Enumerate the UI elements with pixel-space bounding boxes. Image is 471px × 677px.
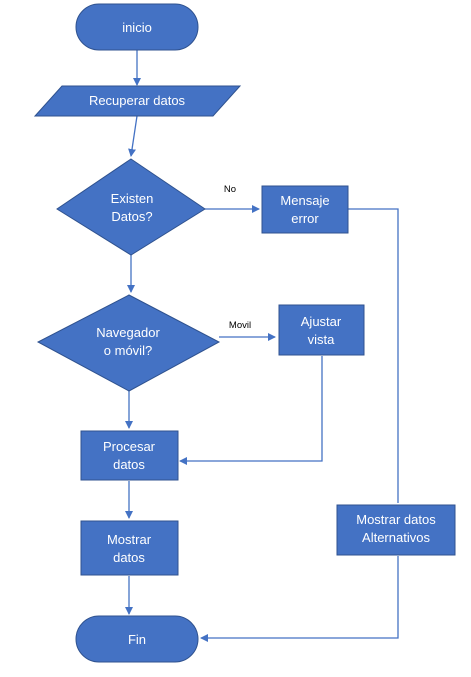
- mostrar-alternativos-label-line1: Mostrar datos: [356, 512, 436, 527]
- mensaje-error-shape: [261, 185, 349, 234]
- ajustar-vista-process: Ajustar vista: [278, 304, 365, 356]
- existen-datos-shape: [56, 158, 206, 256]
- connector-ajustar-to-procesar: [179, 356, 323, 465]
- start-terminator-shape: [75, 3, 199, 51]
- mensaje-error-label-line1: Mensaje: [280, 193, 329, 208]
- mostrar-alternativos-shape: [336, 504, 456, 556]
- edge-label-movil: Movil: [229, 320, 251, 331]
- start-terminator-label: inicio: [122, 20, 152, 35]
- procesar-datos-label-line2: datos: [113, 457, 145, 472]
- edge-label-no: No: [224, 184, 236, 195]
- recuperar-datos-shape: [33, 85, 242, 117]
- start-terminator: inicio: [75, 3, 199, 51]
- mostrar-datos-label-line1: Mostrar: [107, 532, 152, 547]
- existen-datos-label-line2: Datos?: [111, 209, 152, 224]
- navegador-movil-decision: Navegador o móvil?: [36, 294, 221, 392]
- existen-datos-label-line1: Existen: [111, 191, 154, 206]
- ajustar-vista-shape: [278, 304, 365, 356]
- procesar-datos-shape: [80, 430, 179, 481]
- recuperar-datos-io: Recuperar datos: [33, 85, 242, 117]
- mostrar-datos-shape: [80, 520, 179, 576]
- navegador-movil-shape: [36, 294, 221, 392]
- procesar-datos-label-line1: Procesar: [103, 439, 156, 454]
- mostrar-alternativos-label-line2: Alternativos: [362, 530, 430, 545]
- navegador-movil-label-line2: o móvil?: [104, 343, 152, 358]
- recuperar-datos-label: Recuperar datos: [89, 93, 186, 108]
- connector-mensaje-to-alternativos: [348, 208, 399, 503]
- ajustar-vista-label-line1: Ajustar: [301, 314, 342, 329]
- end-terminator-shape: [75, 615, 199, 663]
- existen-datos-decision: Existen Datos?: [56, 158, 206, 256]
- mostrar-datos-label-line2: datos: [113, 550, 145, 565]
- mostrar-alternativos-process: Mostrar datos Alternativos: [336, 504, 456, 556]
- procesar-datos-process: Procesar datos: [80, 430, 179, 481]
- mensaje-error-label-line2: error: [291, 211, 319, 226]
- ajustar-vista-label-line2: vista: [308, 332, 336, 347]
- navegador-movil-label-line1: Navegador: [96, 325, 160, 340]
- end-terminator: Fin: [75, 615, 199, 663]
- mostrar-datos-process: Mostrar datos: [80, 520, 179, 576]
- connector-alternativos-to-fin: [200, 556, 399, 642]
- connector-recuperar-to-existen: [128, 115, 138, 157]
- mensaje-error-process: Mensaje error: [261, 185, 349, 234]
- end-terminator-label: Fin: [128, 632, 146, 647]
